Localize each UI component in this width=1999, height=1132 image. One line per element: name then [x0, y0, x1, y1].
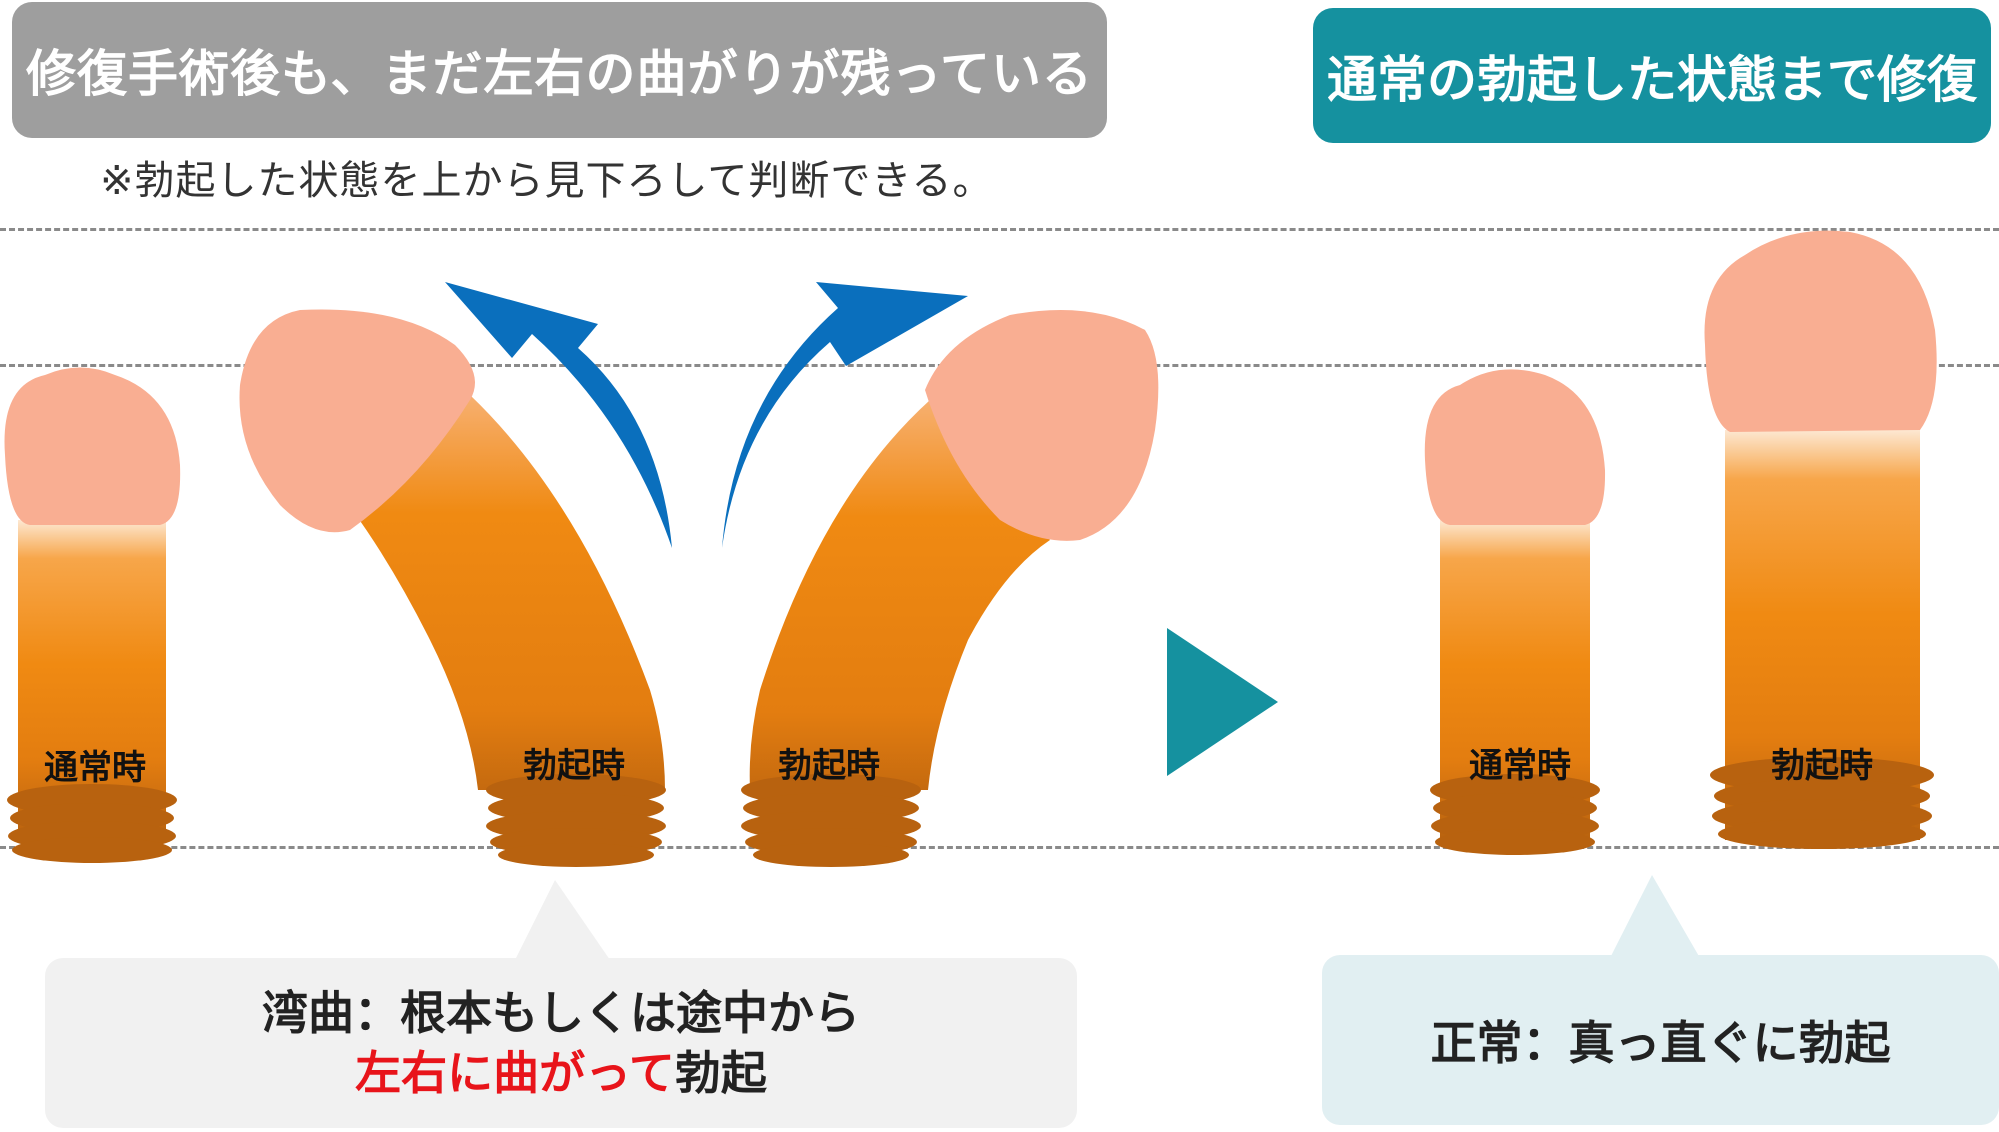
left-heading-tag: 修復手術後も、まだ左右の曲がりが残っている	[12, 2, 1107, 138]
guide-line-bottom	[0, 846, 1999, 849]
right-heading-tag: 通常の勃起した状態まで修復	[1313, 8, 1991, 143]
guide-line-top	[0, 228, 1999, 231]
right-bent-label: 勃起時	[778, 746, 880, 786]
blue-arrow-left	[445, 282, 672, 548]
curvature-line-2-tail: 勃起	[674, 1046, 767, 1100]
blue-arrow-right	[722, 282, 968, 548]
curvature-highlight: 左右に曲がって	[355, 1046, 675, 1100]
normal-callout: 正常：真っ直ぐに勃起	[1322, 955, 1999, 1125]
right-normal-label: 通常時	[1469, 746, 1571, 786]
left-callout-pointer	[515, 880, 610, 960]
left-bent-label: 勃起時	[523, 746, 625, 786]
judgement-note: ※勃起した状態を上から見下ろして判断できる。	[100, 158, 994, 204]
left-bent-figure	[239, 309, 666, 867]
right-erect-label: 勃起時	[1771, 746, 1873, 786]
right-bent-figure	[741, 310, 1159, 867]
curvature-line-1: 湾曲：根本もしくは途中から	[262, 986, 860, 1040]
right-normal-figure	[1424, 369, 1606, 855]
left-normal-label: 通常時	[44, 748, 146, 788]
curvature-callout: 湾曲：根本もしくは途中から 左右に曲がって勃起	[45, 958, 1077, 1128]
curvature-line-2: 左右に曲がって勃起	[45, 1043, 1077, 1103]
right-callout-pointer	[1610, 875, 1700, 958]
left-normal-figure	[4, 367, 181, 863]
right-erect-figure	[1704, 230, 1937, 849]
transition-arrow	[1167, 628, 1278, 776]
